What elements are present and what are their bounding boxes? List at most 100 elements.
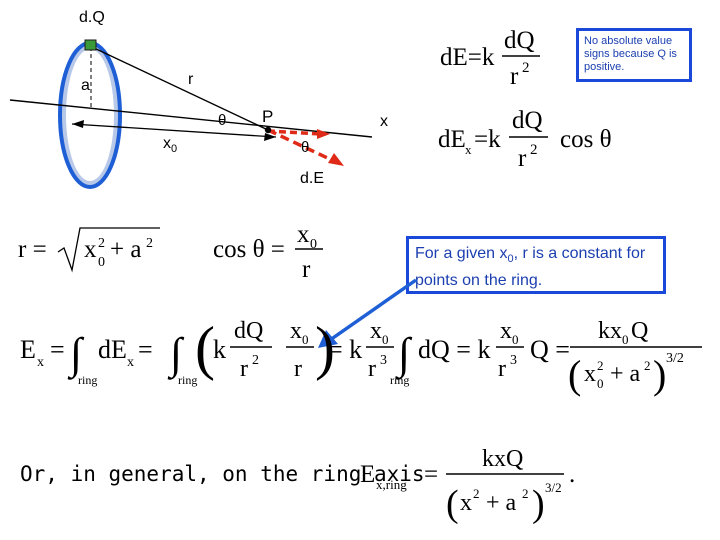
svg-text:r: r: [294, 356, 302, 382]
dex-component: [267, 129, 321, 136]
field-point-p: [264, 126, 272, 134]
svg-text:(: (: [568, 352, 581, 397]
eq-dex-eq: =k: [474, 126, 501, 153]
note-absolute-value: No absolute value signs because Q is pos…: [576, 28, 692, 82]
svg-text:+ a: + a: [110, 236, 141, 263]
svg-text:3: 3: [510, 353, 517, 368]
svg-text:0: 0: [382, 332, 389, 347]
svg-text:r: r: [368, 356, 376, 382]
dq-label: d.Q: [79, 9, 105, 26]
svg-text:2: 2: [473, 486, 480, 501]
svg-text:3/2: 3/2: [545, 480, 562, 495]
eq-de-den-exp: 2: [522, 60, 530, 76]
r-line: [91, 46, 269, 131]
svg-text:x: x: [37, 355, 44, 370]
eq-dex-den-exp: 2: [530, 142, 538, 158]
r-label: r: [188, 71, 194, 88]
eq-dex-num: dQ: [512, 107, 543, 134]
eq-dex-sub: x: [465, 142, 472, 157]
svg-text:kx: kx: [598, 318, 622, 344]
svg-text:∫: ∫: [395, 329, 413, 380]
de-field-vector: [267, 128, 337, 164]
svg-text:0: 0: [302, 332, 309, 347]
svg-text:): ): [653, 352, 666, 397]
svg-text:x: x: [460, 490, 472, 516]
eq-general-ring: E x,ring = kxQ ( x 2 + a 2 ) 3/2 .: [360, 446, 575, 525]
svg-text:Q: Q: [631, 318, 648, 344]
svg-text:3: 3: [380, 353, 387, 368]
svg-text:2: 2: [98, 236, 105, 251]
footer-text: Or, in general, on the ring axis: [20, 462, 425, 486]
eq-de-den: r: [510, 63, 519, 90]
note-constant-r: For a given x0, r is a constant for poin…: [406, 236, 666, 294]
svg-text:E: E: [360, 461, 375, 488]
svg-text:Q =: Q =: [530, 335, 570, 364]
svg-text:r: r: [240, 356, 248, 382]
svg-text:(: (: [195, 315, 215, 381]
svg-text:0: 0: [512, 332, 519, 347]
svg-text:x: x: [297, 221, 310, 248]
svg-text:0: 0: [622, 332, 629, 347]
eq-r-definition: r = x 2 0 + a 2: [18, 227, 160, 273]
svg-text:2: 2: [146, 236, 153, 251]
svg-text:): ): [315, 315, 335, 381]
svg-text:2: 2: [252, 353, 259, 368]
pointer-arrow: [318, 278, 418, 348]
svg-text:cos θ =: cos θ =: [213, 236, 285, 263]
theta-left-label: θ: [218, 112, 227, 129]
svg-text:x: x: [500, 318, 512, 344]
svg-text:.: .: [569, 461, 575, 488]
svg-text:dQ: dQ: [234, 318, 263, 344]
radius-a-label: a: [81, 77, 90, 94]
svg-text:∫: ∫: [67, 329, 85, 380]
eq-ex-integral: E x = ∫ ring dE x = ∫ ring ( k dQ r 2 x …: [20, 315, 702, 397]
svg-text:dQ = k: dQ = k: [418, 335, 490, 364]
svg-text:x: x: [127, 355, 134, 370]
svg-text:x: x: [290, 318, 302, 344]
svg-text:kxQ: kxQ: [482, 446, 523, 472]
svg-text:∫: ∫: [167, 329, 185, 380]
point-p-label: P: [262, 107, 274, 126]
svg-text:+ a: + a: [486, 490, 517, 516]
svg-text:ring: ring: [78, 373, 97, 387]
svg-text:x: x: [584, 361, 596, 387]
svg-text:r =: r =: [18, 236, 47, 263]
x-axis-label: x: [380, 113, 388, 130]
svg-text:E: E: [20, 335, 36, 364]
svg-text:=: =: [138, 335, 153, 364]
svg-text:+ a: + a: [610, 361, 641, 387]
de-label: d.E: [300, 170, 325, 187]
eq-de-magnitude: dE=k dQ r 2: [440, 27, 540, 90]
svg-text:ring: ring: [178, 373, 197, 387]
eq-dex: dE x =k dQ r 2 cos θ: [438, 107, 612, 172]
svg-text:= k: = k: [328, 335, 362, 364]
svg-text:=: =: [424, 461, 438, 488]
svg-text:0: 0: [597, 376, 604, 391]
eq-de-lhs: dE=k: [440, 44, 495, 71]
ring-axis: [9, 99, 373, 138]
svg-text:(: (: [446, 483, 459, 525]
eq-de-num: dQ: [504, 27, 535, 54]
svg-text:2: 2: [522, 486, 529, 501]
eq-dex-lhs: dE: [438, 126, 466, 153]
svg-text:2: 2: [597, 358, 604, 373]
svg-text:=: =: [50, 335, 65, 364]
eq-cos-definition: cos θ = x 0 r: [213, 221, 323, 283]
svg-text:x: x: [370, 318, 382, 344]
svg-text:0: 0: [98, 255, 105, 270]
svg-text:r: r: [498, 356, 506, 382]
svg-text:0: 0: [310, 237, 317, 252]
dq-charge-marker: [84, 39, 97, 51]
svg-text:x: x: [84, 236, 97, 263]
eq-dex-den: r: [518, 145, 527, 172]
x0-arrow: [71, 123, 277, 138]
ring-diagram: [9, 39, 373, 189]
theta-right-label: θ: [301, 139, 310, 156]
svg-text:ring: ring: [390, 373, 409, 387]
eq-dex-cos: cos θ: [560, 126, 612, 153]
svg-text:3/2: 3/2: [666, 351, 684, 366]
svg-text:2: 2: [644, 358, 651, 373]
svg-text:k: k: [213, 335, 226, 364]
svg-text:): ): [532, 483, 545, 525]
svg-text:dE: dE: [98, 335, 127, 364]
